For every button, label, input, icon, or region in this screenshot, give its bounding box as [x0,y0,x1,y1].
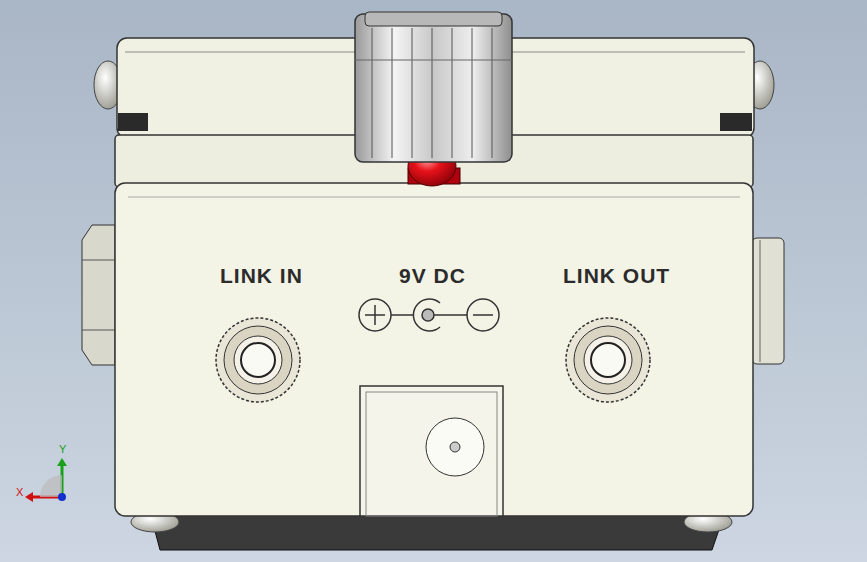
jack-label: LINK IN [220,264,303,288]
axis-label: Y [59,443,66,455]
axis-label: X [16,486,23,498]
power-label: 9V DC [399,264,466,288]
jack-label: LINK OUT [563,264,670,288]
